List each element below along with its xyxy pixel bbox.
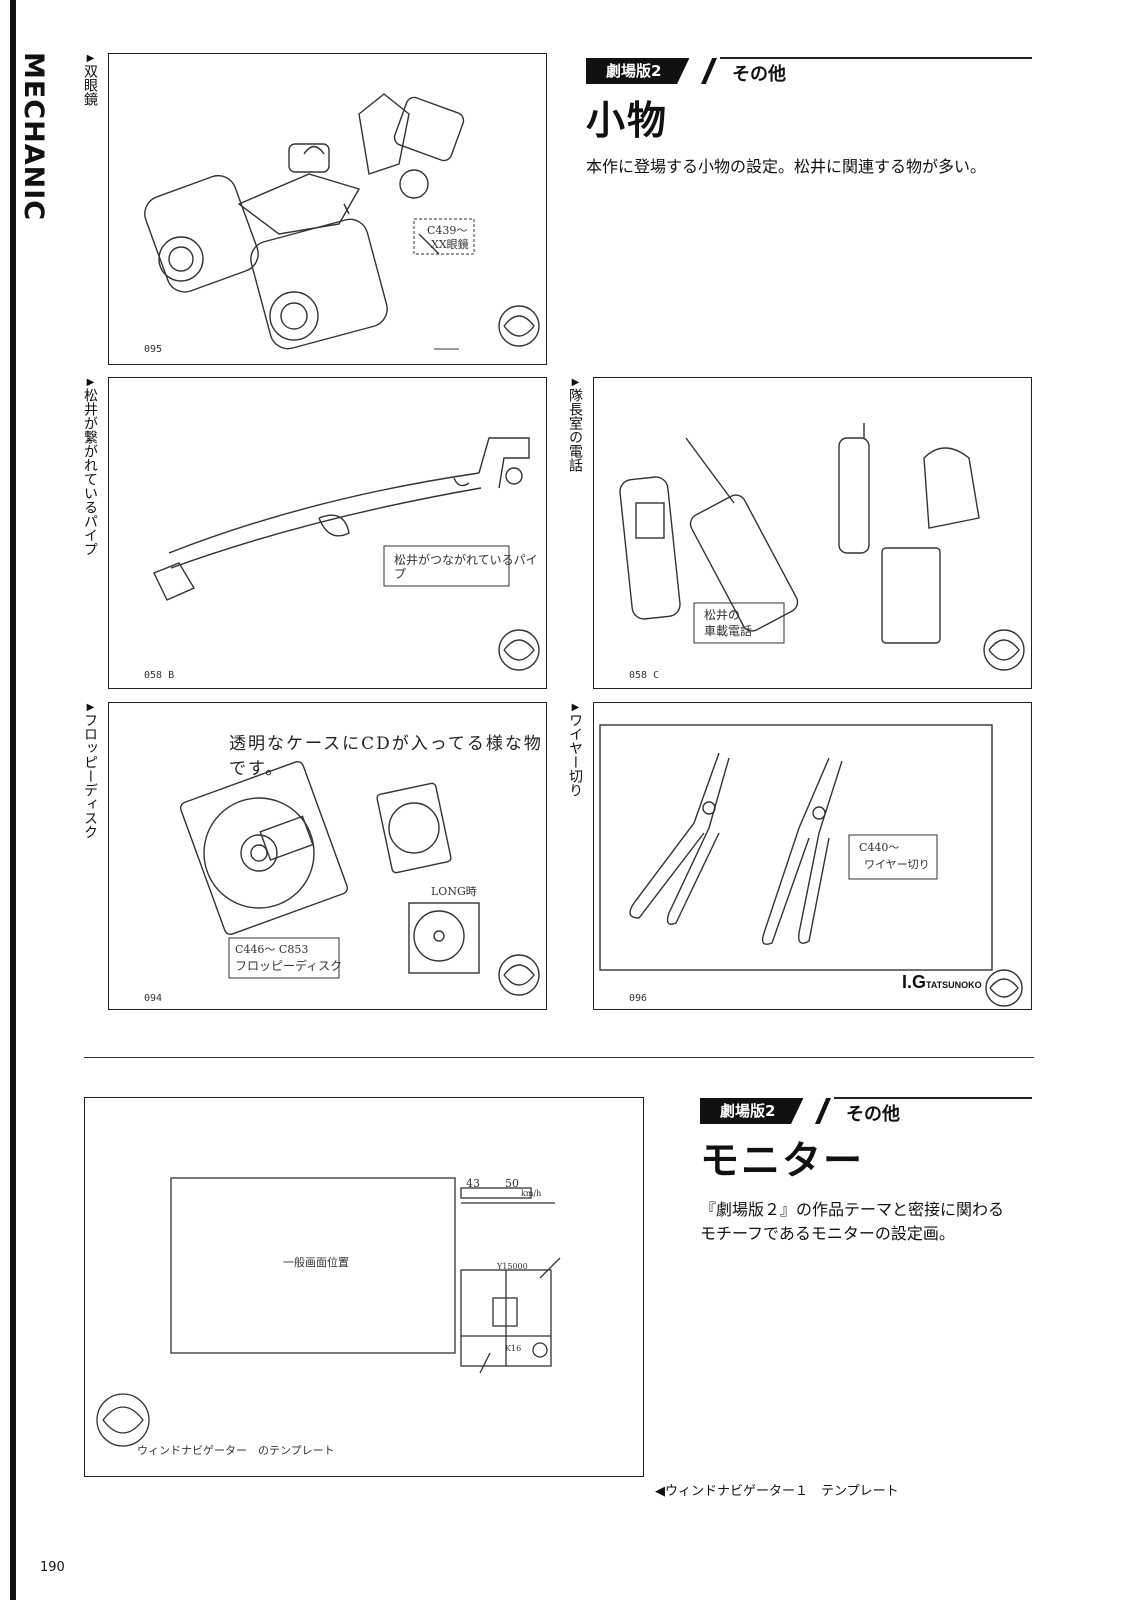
- monitor-caption: ◀ウィンドナビゲーター１ テンプレート: [655, 1484, 899, 1499]
- section2-sub: その他: [846, 1104, 900, 1125]
- section1-slash: [701, 58, 717, 84]
- section1-sub: その他: [732, 64, 786, 85]
- binoculars-drawing: [144, 93, 540, 350]
- section2-description: 『劇場版２』の作品テーマと密接に関わる モチーフであるモニターの設定画。: [700, 1198, 1004, 1246]
- section1-description: 本作に登場する小物の設定。松井に関連する物が多い。: [586, 157, 987, 176]
- floppy-code: 094: [144, 993, 163, 1004]
- pipe-note: 松井がつながれているパイプ: [394, 553, 538, 582]
- pipe-drawing: [153, 437, 540, 671]
- wire-cutter-drawing: [599, 724, 1023, 1007]
- binoculars-note-name: XX眼鏡: [431, 238, 469, 251]
- caption-wire-cutter: ▶ワイヤー切り: [567, 702, 583, 797]
- floppy-drawing: [179, 760, 540, 996]
- side-label: MECHANIC: [18, 52, 49, 222]
- monitor-unit: km/h: [521, 1189, 542, 1198]
- floppy-note-1: C446～ C853: [235, 943, 309, 956]
- section2-description-line-2: モチーフであるモニターの設定画。: [700, 1224, 955, 1243]
- caption-phone: ▶隊長室の電話: [567, 377, 583, 472]
- binoculars-sketch: C439～ XX眼鏡 095: [108, 53, 547, 365]
- phone-note-1: 松井の: [704, 608, 741, 622]
- monitor-sketch: 一般画面位置 43 50 km/h Y15000 K16 ウィンドナビゲーター …: [84, 1097, 644, 1477]
- phone-drawing: [619, 423, 1025, 671]
- page-number: 190: [40, 1560, 65, 1575]
- wire-note-2: ワイヤー切り: [864, 858, 930, 871]
- monitor-center-label: 一般画面位置: [283, 1256, 349, 1269]
- wire-note-1: C440～: [859, 841, 900, 854]
- caption-floppy: ▶フロッピーディスク: [82, 702, 98, 839]
- section2-description-line-1: 『劇場版２』の作品テーマと密接に関わる: [700, 1200, 1005, 1219]
- section2-rule: [834, 1097, 1032, 1099]
- section1-badge: 劇場版2: [586, 58, 690, 84]
- section2-slash: [815, 1098, 831, 1124]
- pipe-code: 058 B: [144, 670, 175, 681]
- monitor-compass-code: K16: [505, 1344, 522, 1353]
- wire-cutter-sketch: C440～ ワイヤー切り 096: [593, 702, 1032, 1010]
- wire-code: 096: [629, 993, 648, 1004]
- section-separator: [84, 1057, 1034, 1058]
- caption-binoculars: ▶双眼鏡: [82, 53, 98, 106]
- floppy-long-label: LONG時: [431, 885, 477, 898]
- monitor-drawing: [96, 1177, 561, 1447]
- monitor-map-code: Y15000: [497, 1262, 528, 1271]
- phone-note-2: 車載電話: [704, 624, 753, 638]
- floppy-note-2: フロッピーディスク: [235, 959, 343, 973]
- binoculars-note-tag: C439～: [427, 224, 468, 237]
- phone-sketch: 松井の 車載電話 058 C: [593, 377, 1032, 689]
- monitor-speed-left: 43: [466, 1177, 480, 1190]
- monitor-footer-text: ウィンドナビゲーター のテンプレート: [137, 1444, 335, 1457]
- ig-tatsunoko-logo: I.GTATSUNOKO: [902, 972, 982, 992]
- page-spine-bar: [10, 0, 16, 1600]
- floppy-sketch: 透明なケースにCDが入ってる様な物です。 C446～ C853 フロッピーディス…: [108, 702, 547, 1010]
- binoculars-code: 095: [144, 344, 163, 355]
- floppy-headline: 透明なケースにCDが入ってる様な物です。: [229, 734, 543, 779]
- monitor-speed-mid: 50: [505, 1177, 519, 1190]
- section1-title: 小物: [586, 99, 669, 144]
- section2-title: モニター: [700, 1139, 865, 1184]
- pipe-sketch: 松井がつながれているパイプ 058 B: [108, 377, 547, 689]
- section1-rule: [720, 57, 1032, 59]
- section2-badge: 劇場版2: [700, 1098, 804, 1124]
- phone-code: 058 C: [629, 670, 660, 681]
- caption-pipe: ▶松井が繋がれているパイプ: [82, 377, 98, 556]
